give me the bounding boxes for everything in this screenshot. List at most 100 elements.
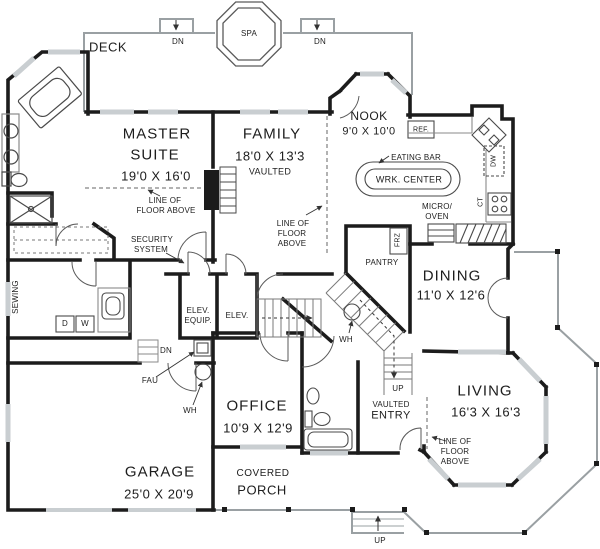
garage-name: GARAGE (124, 463, 196, 481)
deck-stair-right-label: DN (314, 37, 326, 46)
fireplace-icon (204, 166, 237, 214)
counter-hatched (455, 223, 507, 244)
windows (5, 49, 549, 488)
vaulted-entry-label1: VAULTED (372, 400, 410, 409)
office-name: OFFICE (226, 397, 288, 415)
line-of-floor-family-2: FLOOR (277, 229, 307, 238)
oven-icon (427, 223, 455, 243)
cooktop-label: CT (477, 197, 485, 207)
spa-label: SPA (240, 29, 258, 38)
laundry-fixtures (97, 287, 131, 333)
toilet-icon (313, 411, 331, 427)
deck-label: DECK (88, 39, 128, 55)
elev-label: ELEV. (225, 311, 249, 320)
master-suite-dims: 19'0 X 16'0 (121, 168, 191, 184)
master-bath-fixtures (1, 66, 82, 224)
covered-porch-label2: PORCH (237, 482, 287, 498)
leader-arrows (147, 155, 447, 442)
line-of-floor-master-1: LINE OF (148, 196, 182, 205)
entry-stairs (325, 272, 413, 395)
corner-sink-icon (471, 117, 507, 153)
hall-steps (137, 339, 159, 363)
toilet-icon (10, 172, 28, 188)
laundry-sink-icon (101, 292, 125, 320)
kitchen-fixtures (355, 117, 512, 244)
line-of-floor-living-1: LINE OF (438, 437, 472, 446)
deck-stair-arrows (173, 20, 320, 31)
freezer-icon (389, 227, 408, 255)
utility-fixtures (193, 227, 408, 381)
sewing-label: SEWING (11, 280, 20, 314)
family-name: FAMILY (242, 125, 302, 143)
basement-stairs (256, 298, 322, 338)
deck-outline (83, 18, 413, 112)
dishwasher-label: DW (490, 154, 498, 168)
sink-icon (306, 387, 320, 405)
deck-stair-left-label: DN (172, 37, 184, 46)
work-center-label: WRK. CENTER (375, 174, 443, 185)
wh-stairs-label: WH (339, 335, 353, 344)
line-of-floor-living-3: ABOVE (440, 457, 470, 466)
dashed-floor-lines (85, 116, 428, 449)
master-suite-name1: MASTER (122, 125, 192, 143)
fau-label: FAU (141, 376, 159, 385)
dining-dims: 11'0 X 12'6 (416, 287, 486, 303)
dryer-label: D (62, 319, 68, 328)
water-heater-icon (194, 363, 212, 381)
pantry-label: PANTRY (365, 258, 399, 267)
water-heater-icon (343, 303, 361, 321)
shower-icon (9, 195, 53, 224)
vanity-counter (1, 113, 20, 173)
micro-oven-label2: OVEN (425, 212, 449, 221)
line-of-floor-master-2: FLOOR ABOVE (136, 206, 196, 215)
elev-equip-label1: ELEV. (186, 306, 210, 315)
wh-garage-label: WH (183, 406, 197, 415)
porch-outline (214, 251, 598, 534)
line-of-floor-family-3: ABOVE (277, 239, 307, 248)
sink-icon (3, 149, 19, 165)
nook-name: NOOK (350, 109, 388, 123)
french-door (487, 277, 509, 319)
tub-icon (303, 428, 353, 451)
nook-dims: 9'0 X 10'0 (342, 125, 396, 138)
living-dims: 16'3 X 16'3 (451, 404, 521, 420)
freezer-label: FRZ (394, 232, 402, 248)
refrigerator-label: REF. (413, 126, 429, 134)
office-dims: 10'9 X 12'9 (223, 420, 293, 436)
security-system-label1: SECURITY (130, 235, 174, 244)
doors (55, 95, 422, 451)
family-dims: 18'0 X 13'3 (235, 148, 305, 164)
washer-label: W (81, 319, 89, 328)
security-system-label2: SYSTEM (133, 245, 169, 254)
counter (97, 287, 131, 333)
refrigerator-icon (407, 120, 435, 139)
toilet-icon (304, 410, 313, 428)
dn-hall-label: DN (160, 346, 172, 355)
island-eating-bar (355, 161, 461, 197)
family-vaulted-note: VAULTED (248, 166, 292, 177)
garage-dims: 25'0 X 20'9 (124, 486, 194, 502)
vaulted-entry-label2: ENTRY (371, 409, 411, 422)
line-of-floor-living-2: FLOOR (440, 447, 470, 456)
island-work-center (364, 168, 452, 190)
corner-tub-icon (17, 66, 82, 129)
covered-porch-label1: COVERED (236, 468, 290, 479)
bath-fixtures (303, 387, 353, 451)
line-of-floor-family-1: LINE OF (276, 219, 310, 228)
sink-icon (3, 123, 19, 139)
elev-equip-label2: EQUIP. (184, 316, 212, 325)
micro-oven-label1: MICRO/ (421, 202, 453, 211)
fau-icon (193, 339, 212, 357)
dishwasher-icon (483, 145, 505, 177)
porch-posts (222, 249, 599, 535)
master-suite-name2: SUITE (130, 146, 180, 164)
spa-icon (216, 1, 282, 67)
counter-edge (408, 117, 511, 223)
up-stairs-label: UP (391, 384, 405, 393)
living-name: LIVING (457, 382, 513, 400)
washer-dryer-icons (55, 315, 95, 333)
master-closet (13, 226, 109, 254)
cooktop-icon (487, 192, 512, 216)
